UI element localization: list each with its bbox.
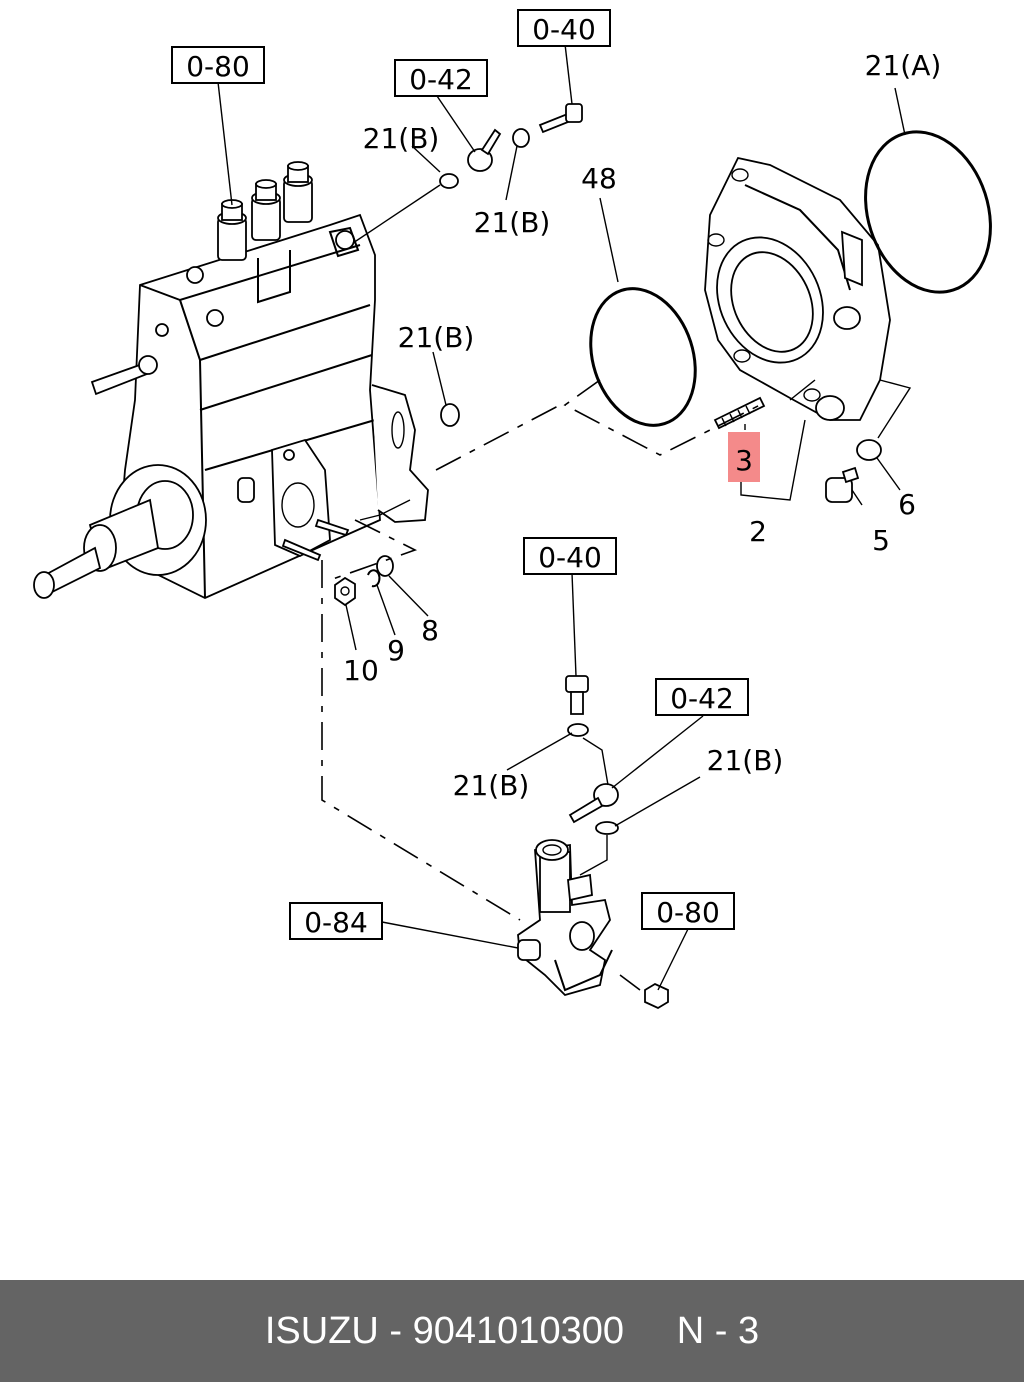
washer-part-8 <box>376 555 394 577</box>
label-21b-4: 21(B) <box>453 769 530 802</box>
label-21a: 21(A) <box>865 49 942 82</box>
callout-labels: 0-80 0-42 0-40 0-40 0-42 0-84 0-80 21(A)… <box>171 9 942 940</box>
ref-box-0-42-top <box>394 59 488 97</box>
footer-separator: - <box>389 1309 403 1352</box>
label-21b-2: 21(B) <box>474 206 551 239</box>
injection-pump-body <box>33 161 429 599</box>
ref-0-40-top: 0-40 <box>532 13 596 46</box>
bolt-part-5 <box>825 466 860 503</box>
ref-box-0-42-mid <box>655 678 749 716</box>
footer-brand: ISUZU <box>264 1309 379 1352</box>
washer-21b-lower-1 <box>567 723 589 737</box>
banjo-fitting-top <box>467 128 502 172</box>
ref-0-42-top: 0-42 <box>409 63 473 96</box>
footer-part-number: 9041010300 <box>412 1309 624 1352</box>
ref-box-0-84 <box>289 902 383 940</box>
camshaft <box>33 464 207 599</box>
pump-cover-housing <box>704 156 891 421</box>
footer-position: N - 3 <box>676 1309 760 1352</box>
label-part-3: 3 <box>735 444 753 477</box>
label-part-48: 48 <box>581 162 617 195</box>
ref-0-40-mid: 0-40 <box>538 541 602 574</box>
banjo-fitting-mid <box>568 783 619 824</box>
ref-0-42-mid: 0-42 <box>670 682 734 715</box>
o-ring-48 <box>589 287 697 427</box>
part-info-footer: ISUZU - 9041010300 N - 3 <box>0 1280 1024 1382</box>
ref-box-0-40-mid <box>523 537 617 575</box>
ref-box-0-80-bottom <box>641 892 735 930</box>
ref-box-0-40-top <box>517 9 611 47</box>
ref-box-0-80-top <box>171 46 265 84</box>
parts-diagram: 0-80 0-42 0-40 0-40 0-42 0-84 0-80 21(A)… <box>33 9 992 1010</box>
label-part-5: 5 <box>872 524 890 557</box>
washer-part-6 <box>856 439 882 461</box>
washer-21b-top-left <box>439 173 459 189</box>
ref-0-80-top: 0-80 <box>186 50 250 83</box>
label-part-8: 8 <box>421 614 439 647</box>
delivery-valve-holders <box>217 161 313 261</box>
nut-0-80-bottom <box>644 982 669 1010</box>
label-part-10: 10 <box>343 654 379 687</box>
nut-part-10 <box>334 576 356 607</box>
o-ring-21a <box>864 130 992 294</box>
washer-21b-mid <box>440 403 460 427</box>
spring-washer-part-9 <box>367 569 381 588</box>
label-21b-5: 21(B) <box>707 744 784 777</box>
highlight-part-3 <box>728 432 760 482</box>
washer-21b-top-right <box>512 128 530 148</box>
ref-0-80-bottom: 0-80 <box>656 896 720 929</box>
bolt-0-40-top <box>538 103 583 134</box>
label-21b-3: 21(B) <box>398 321 475 354</box>
label-part-2: 2 <box>749 515 767 548</box>
feed-pump-assembly <box>517 839 613 997</box>
ref-0-84: 0-84 <box>304 906 368 939</box>
leader-lines <box>217 43 912 991</box>
bolt-0-40-mid <box>565 675 589 715</box>
label-part-6: 6 <box>898 488 916 521</box>
washer-21b-lower-2 <box>595 821 619 835</box>
label-21b-1: 21(B) <box>363 122 440 155</box>
label-part-9: 9 <box>387 634 405 667</box>
